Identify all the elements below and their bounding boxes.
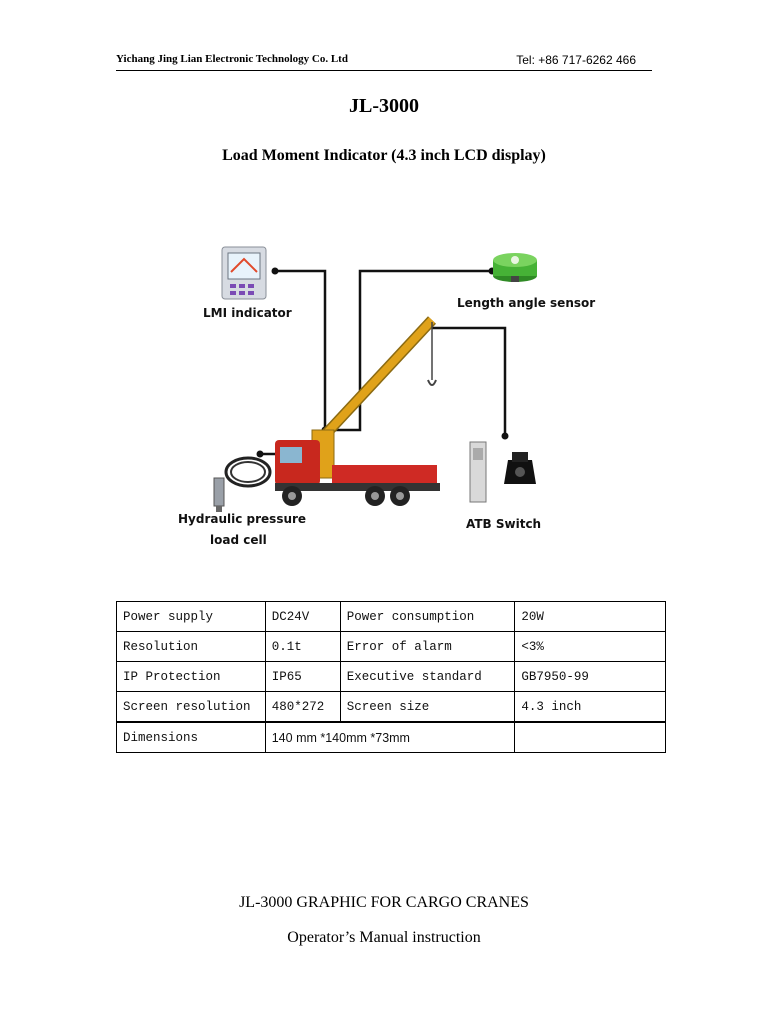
label-atb-switch: ATB Switch <box>466 517 542 531</box>
connection-dots <box>256 267 509 458</box>
spec-label: Dimensions <box>116 721 266 753</box>
spec-value: <3% <box>514 631 666 662</box>
crane-system-diagram: LMI indicator Length angle sensor Hydrau… <box>170 240 610 560</box>
spec-value: IP65 <box>264 661 341 692</box>
footer-heading: JL-3000 GRAPHIC FOR CARGO CRANES <box>239 894 529 911</box>
table-row: Resolution 0.1t Error of alarm <3% <box>116 631 666 662</box>
crane-boom <box>311 316 437 479</box>
label-hydraulic-pressure: Hydraulic pressure <box>178 512 307 526</box>
label-lmi-indicator: LMI indicator <box>203 306 292 320</box>
label-length-angle-sensor: Length angle sensor <box>457 296 596 310</box>
spec-label: IP Protection <box>116 661 266 692</box>
diagram-illustration <box>213 246 537 512</box>
spec-label: Resolution <box>116 631 266 662</box>
document-title: JL-3000 <box>349 95 419 117</box>
spec-value: DC24V <box>264 601 341 632</box>
company-name: Yichang Jing Lian Electronic Technology … <box>116 53 348 65</box>
atb-switch <box>469 441 536 503</box>
spec-value: 140 mm *140mm *73mm <box>264 721 516 753</box>
spec-value: 0.1t <box>264 631 341 662</box>
label-load-cell: load cell <box>210 533 267 547</box>
table-row: Dimensions 140 mm *140mm *73mm <box>116 721 666 753</box>
specifications-table: Power supply DC24V Power consumption 20W… <box>116 601 666 753</box>
table-row: Power supply DC24V Power consumption 20W <box>116 601 666 632</box>
table-row: IP Protection IP65 Executive standard GB… <box>116 661 666 692</box>
spec-label: Error of alarm <box>339 631 516 662</box>
spec-value: GB7950-99 <box>514 661 666 692</box>
lmi-indicator-device <box>221 246 267 300</box>
spec-label: Executive standard <box>339 661 516 692</box>
empty-cell <box>514 721 666 753</box>
spec-label: Power supply <box>116 601 266 632</box>
hydraulic-load-cell <box>213 456 272 512</box>
spec-label: Screen resolution <box>116 691 266 723</box>
spec-value: 4.3 inch <box>514 691 666 723</box>
length-angle-sensor <box>493 253 537 282</box>
document-subtitle: Load Moment Indicator (4.3 inch LCD disp… <box>222 147 546 164</box>
table-row: Screen resolution 480*272 Screen size 4.… <box>116 691 666 723</box>
spec-label: Power consumption <box>339 601 516 632</box>
page-header: Yichang Jing Lian Electronic Technology … <box>116 50 652 71</box>
telephone: Tel: +86 717-6262 466 <box>516 53 636 67</box>
spec-value: 20W <box>514 601 666 632</box>
spec-value: 480*272 <box>264 691 341 723</box>
footer-subheading: Operator’s Manual instruction <box>287 929 481 946</box>
spec-label: Screen size <box>339 691 516 723</box>
truck <box>275 440 440 506</box>
